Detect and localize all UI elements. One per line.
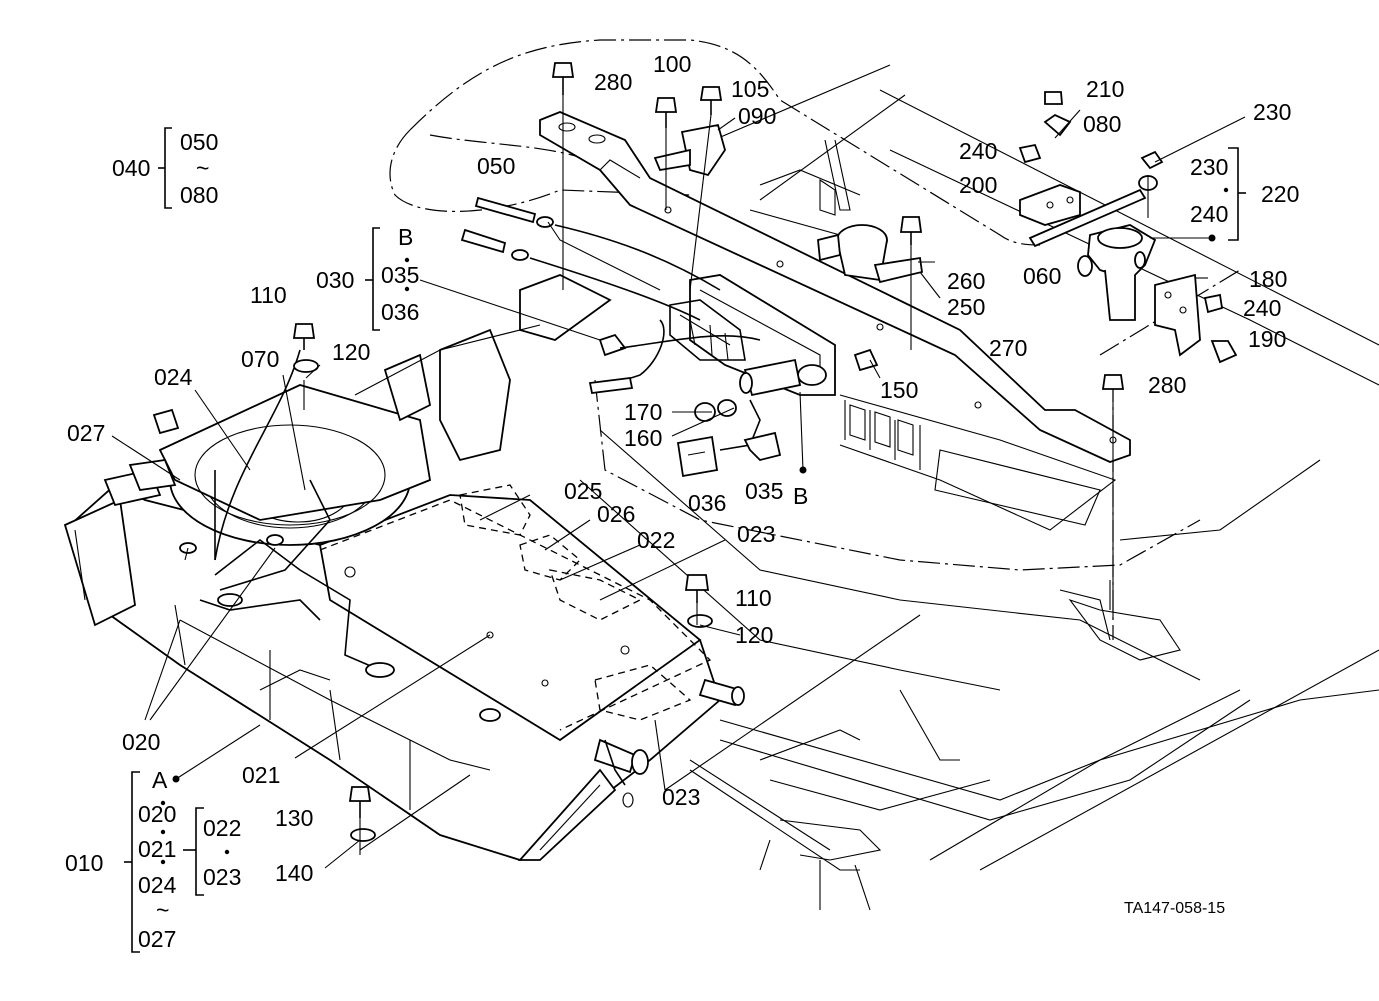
label-023-group: 023 bbox=[203, 864, 241, 890]
label-040: 040 bbox=[112, 155, 150, 181]
label-230-group: 230 bbox=[1190, 154, 1228, 180]
label-230-top: 230 bbox=[1253, 99, 1291, 125]
label-035: 035 bbox=[745, 478, 783, 504]
label-105: 105 bbox=[731, 76, 769, 102]
label-010: 010 bbox=[65, 850, 103, 876]
label-090: 090 bbox=[738, 103, 776, 129]
label-024: 024 bbox=[154, 364, 193, 390]
label-080-top: 080 bbox=[1083, 111, 1121, 137]
label-022: 022 bbox=[637, 527, 675, 553]
label-020-group: 020 bbox=[138, 801, 176, 827]
label-tilde-group-040: ~ bbox=[196, 155, 209, 181]
chassis-frame bbox=[579, 64, 1379, 911]
label-B-group: B bbox=[398, 224, 413, 250]
label-260: 260 bbox=[947, 268, 985, 294]
label-120-right: 120 bbox=[735, 622, 773, 648]
label-220: 220 bbox=[1261, 181, 1299, 207]
control-panel bbox=[669, 274, 836, 451]
label-100: 100 bbox=[653, 51, 691, 77]
label-020: 020 bbox=[122, 729, 160, 755]
label-050: 050 bbox=[477, 153, 515, 179]
part-number-labels: 280 100 105 090 210 080 230 240 200 230 … bbox=[65, 51, 1299, 952]
label-080-group: 080 bbox=[180, 182, 218, 208]
label-140: 140 bbox=[275, 860, 313, 886]
label-027-group: 027 bbox=[138, 926, 176, 952]
label-025: 025 bbox=[564, 478, 602, 504]
label-060: 060 bbox=[1023, 263, 1061, 289]
label-280-top: 280 bbox=[594, 69, 632, 95]
label-024-group: 024 bbox=[138, 872, 177, 898]
cables bbox=[460, 175, 1158, 394]
label-030: 030 bbox=[316, 267, 354, 293]
hardware bbox=[152, 62, 1238, 842]
label-035-group: 035 bbox=[381, 262, 419, 288]
label-026: 026 bbox=[597, 501, 635, 527]
water-valve-220 bbox=[1019, 113, 1201, 357]
label-240-left: 240 bbox=[959, 138, 997, 164]
label-A-group: A bbox=[152, 767, 168, 793]
label-150: 150 bbox=[880, 377, 918, 403]
leader-lines bbox=[111, 95, 1246, 869]
drawing-id: TA147-058-15 bbox=[1124, 900, 1225, 917]
label-036: 036 bbox=[688, 490, 726, 516]
label-210: 210 bbox=[1086, 76, 1124, 102]
label-B-lower: B bbox=[793, 483, 808, 509]
label-250: 250 bbox=[947, 294, 985, 320]
label-022-group: 022 bbox=[203, 815, 241, 841]
label-120-left: 120 bbox=[332, 339, 370, 365]
label-200: 200 bbox=[959, 172, 997, 198]
group-brackets bbox=[124, 127, 1246, 953]
mounting-bracket-270 bbox=[539, 111, 1131, 463]
label-070: 070 bbox=[241, 346, 279, 372]
label-240-group: 240 bbox=[1190, 201, 1228, 227]
label-190: 190 bbox=[1248, 326, 1286, 352]
label-160: 160 bbox=[624, 425, 662, 451]
label-280-right: 280 bbox=[1148, 372, 1186, 398]
label-110-left: 110 bbox=[250, 282, 287, 308]
label-050-group: 050 bbox=[180, 129, 218, 155]
label-027: 027 bbox=[67, 420, 105, 446]
actuator-motor-250 bbox=[817, 224, 924, 284]
label-170: 170 bbox=[624, 399, 662, 425]
label-240-right: 240 bbox=[1243, 295, 1281, 321]
label-270: 270 bbox=[989, 335, 1027, 361]
label-023-upper: 023 bbox=[737, 521, 775, 547]
label-021: 021 bbox=[242, 762, 280, 788]
label-tilde-group-010: ~ bbox=[156, 897, 169, 923]
label-023-lower: 023 bbox=[662, 784, 700, 810]
label-180: 180 bbox=[1249, 266, 1287, 292]
label-130: 130 bbox=[275, 805, 313, 831]
heater-unit-020 bbox=[63, 274, 745, 861]
label-021-group: 021 bbox=[138, 836, 176, 862]
label-036-group: 036 bbox=[381, 299, 419, 325]
label-110-right: 110 bbox=[735, 585, 772, 611]
